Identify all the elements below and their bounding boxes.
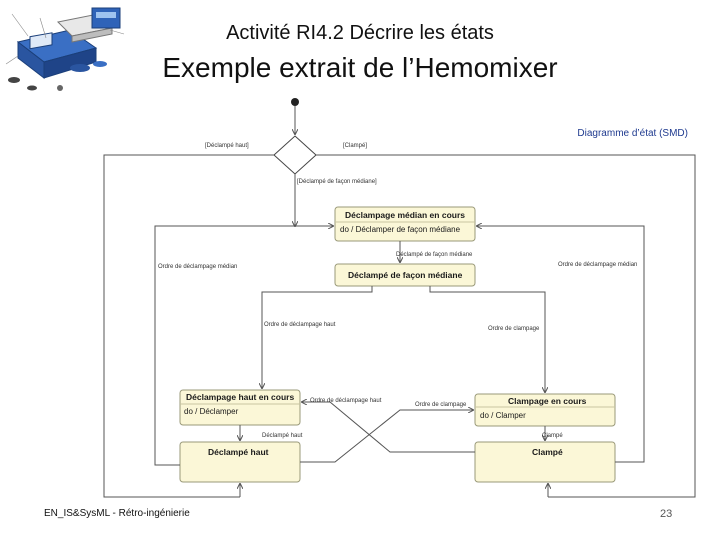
hemomixer-device-illustration [5, 7, 125, 91]
svg-text:Déclampé de façon médiane: Déclampé de façon médiane [348, 270, 463, 280]
slide-subtitle: Exemple extrait de l’Hemomixer [162, 52, 558, 83]
edge-clampe-to-declampage-haut [302, 402, 475, 453]
label-ordre-declampage-median-right: Ordre de déclampage médian [558, 262, 637, 268]
label-ordre-clampage-top: Ordre de clampage [488, 326, 540, 332]
svg-text:Clampé: Clampé [532, 447, 563, 457]
svg-text:Déclampé haut: Déclampé haut [208, 447, 269, 457]
label-declampe-haut-evt: Déclampé haut [262, 433, 303, 439]
svg-text:do / Déclamper: do / Déclamper [184, 407, 239, 416]
edge-decision-right-clampe [316, 154, 696, 498]
svg-text:Déclampage haut en cours: Déclampage haut en cours [186, 392, 294, 402]
slide-title: Activité RI4.2 Décrire les états [226, 22, 494, 44]
svg-text:do / Clamper: do / Clamper [480, 411, 526, 420]
svg-text:do / Déclamper de façon médian: do / Déclamper de façon médiane [340, 225, 461, 234]
initial-node [291, 98, 299, 106]
state-declampage-haut: Déclampage haut en cours do / Déclamper [179, 389, 301, 426]
callout-lines [5, 13, 125, 65]
guard-clampe: [Clampé] [343, 143, 367, 149]
decision-node [273, 135, 317, 175]
label-ordre-declampage-haut-cross: Ordre de déclampage haut [310, 398, 382, 404]
edge-declampe-haut-to-clampage [300, 410, 473, 463]
page-number: 23 [660, 508, 673, 520]
edge-clampe-to-median [477, 226, 645, 463]
label-declampe-facon-mediane: Déclampé de façon médiane [396, 252, 473, 258]
edge-haut-to-median [154, 226, 333, 466]
label-ordre-declampage-haut-top: Ordre de déclampage haut [264, 322, 336, 328]
device-screen [91, 7, 121, 29]
state-declampe-median: Déclampé de façon médiane [334, 263, 476, 287]
footer-text: EN_IS&SysML - Rétro-ingénierie [44, 508, 190, 519]
label-clampe-evt: Clampé [542, 433, 563, 439]
label-ordre-declampage-median-left: Ordre de déclampage médian [158, 264, 237, 270]
diagram-type-label: Diagramme d’état (SMD) [577, 128, 688, 139]
guard-declampe-haut: [Déclampé haut] [205, 143, 249, 149]
state-declampe-haut: Déclampé haut [179, 441, 301, 483]
edge-median-to-clampage [429, 286, 545, 392]
state-clampage: Clampage en cours do / Clamper [474, 393, 616, 427]
state-declampage-median: Déclampage médian en cours do / Déclampe… [334, 206, 476, 242]
guard-declampe-median: [Déclampé de façon médiane] [297, 179, 377, 185]
edge-decision-left-declampe-haut [103, 154, 274, 498]
label-ordre-clampage-cross: Ordre de clampage [415, 402, 467, 408]
state-clampe: Clampé [474, 441, 616, 483]
accessories [8, 61, 107, 91]
svg-text:Déclampage médian en cours: Déclampage médian en cours [345, 210, 465, 220]
edge-median-to-declampage-haut [262, 286, 373, 388]
svg-text:Clampage en cours: Clampage en cours [508, 396, 587, 406]
